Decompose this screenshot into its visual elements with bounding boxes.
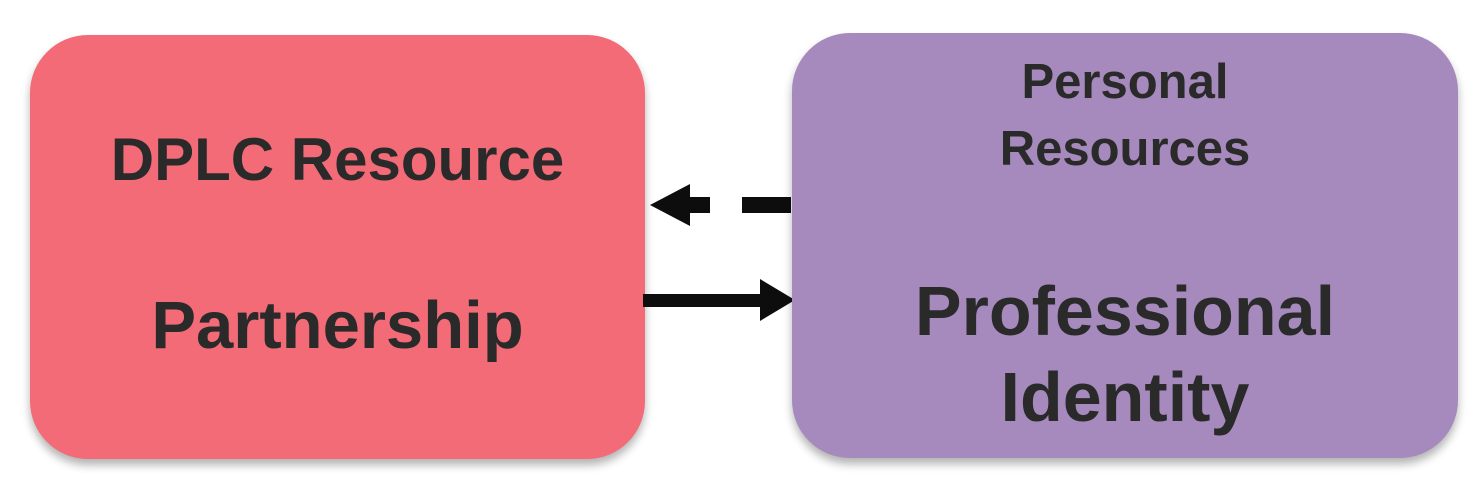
dashed-arrow-dash-1: [690, 197, 710, 213]
node-title-personal-resources: Personal Resources: [1000, 49, 1251, 182]
solid-arrow-head: [760, 279, 795, 321]
node-title-line-2: Resources: [999, 121, 1251, 176]
node-label-line-1: Professional: [914, 272, 1336, 351]
node-title-dplc-resource: DPLC Resource: [110, 126, 565, 193]
node-label-professional-identity: Professional Identity: [915, 268, 1335, 440]
solid-arrow-shaft: [643, 294, 764, 307]
dashed-arrow-head: [650, 184, 690, 226]
node-label-partnership: Partnership: [151, 288, 524, 363]
solid-arrow-right-icon: [643, 279, 795, 321]
node-personal-resources-professional-identity: Personal Resources Professional Identity: [792, 33, 1458, 458]
dashed-arrow-dash-2: [742, 197, 791, 213]
node-title-line-1: Personal: [1021, 55, 1229, 109]
node-dplc-resource-partnership: DPLC Resource Partnership: [30, 35, 645, 459]
node-label-line-2: Identity: [1000, 358, 1250, 437]
dashed-arrow-left-icon: [650, 184, 791, 226]
